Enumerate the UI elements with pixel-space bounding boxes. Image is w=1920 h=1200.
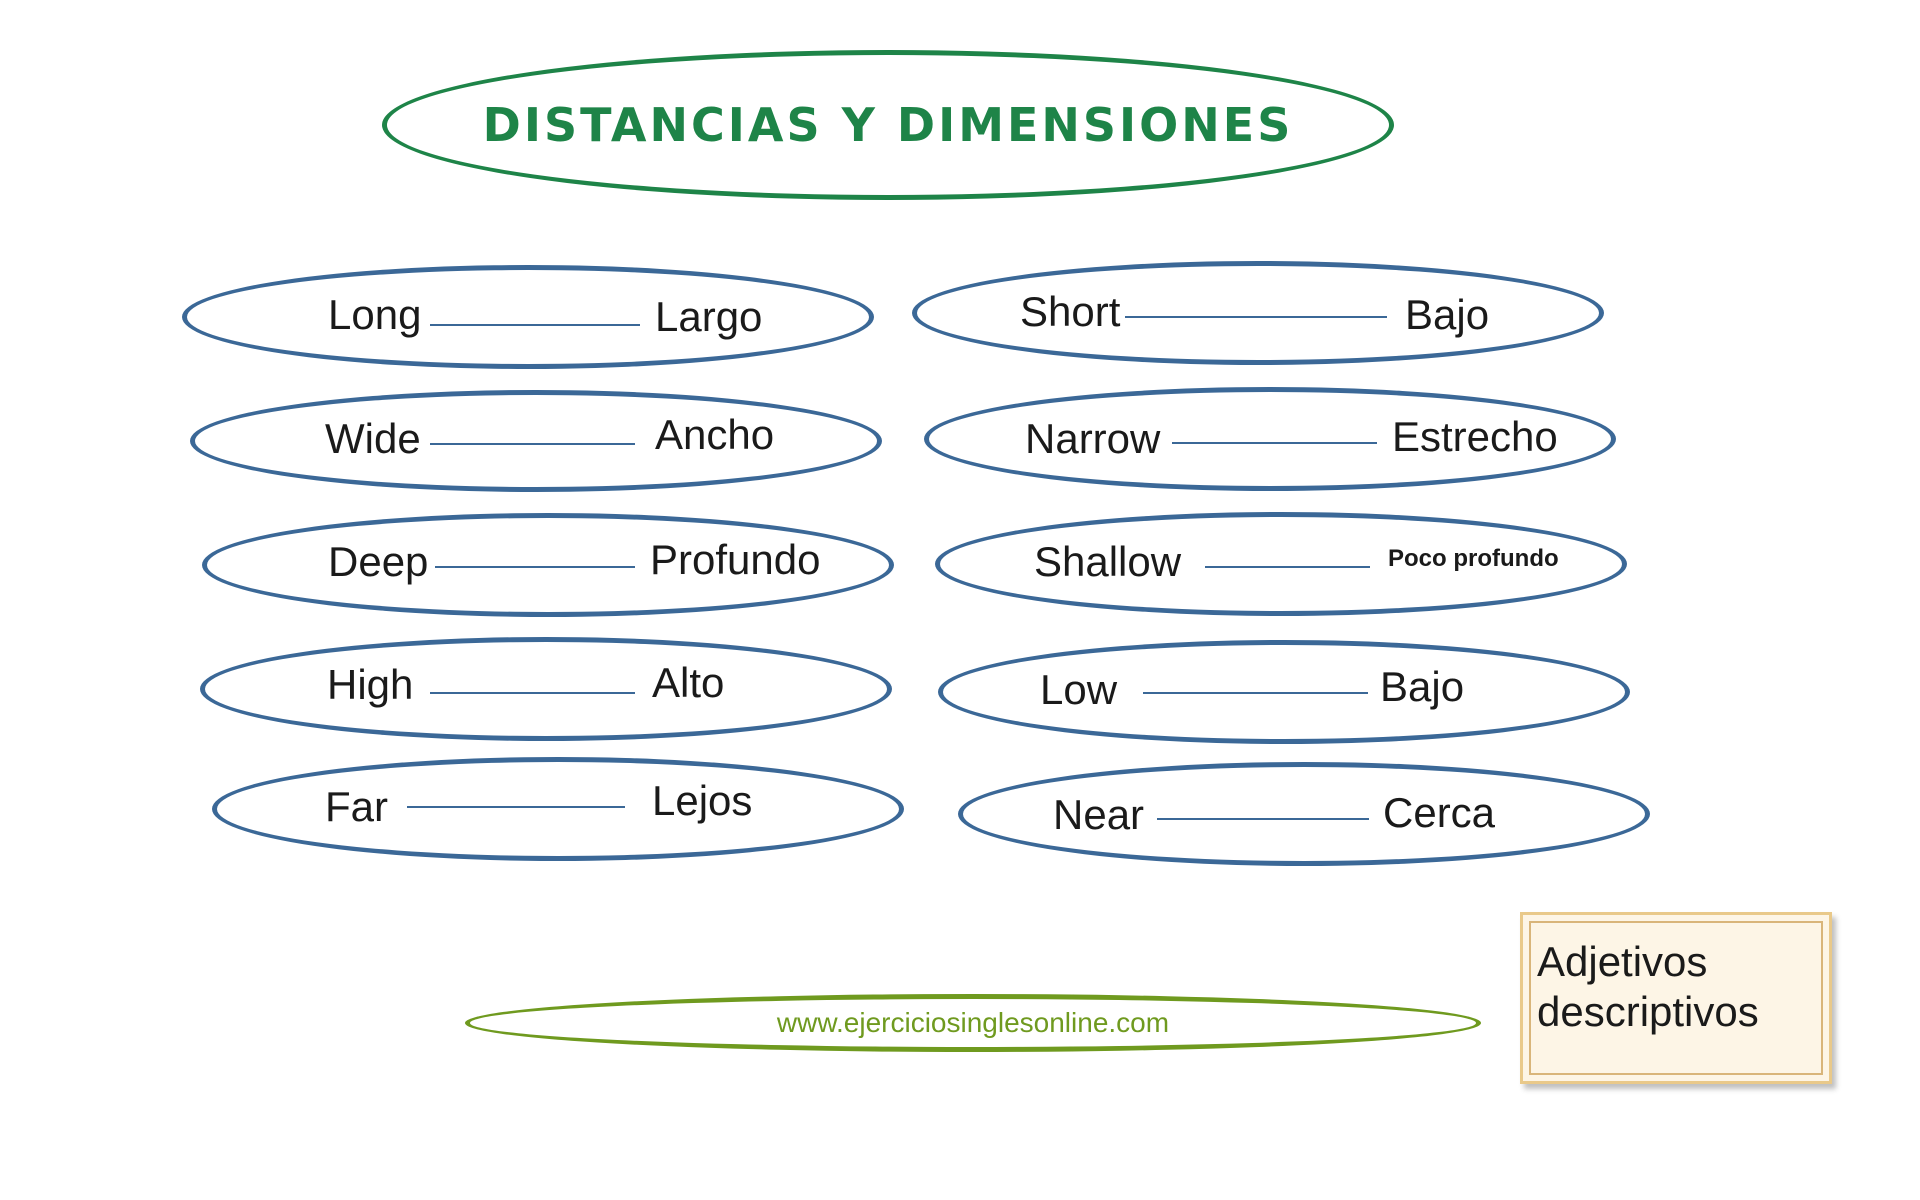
spanish-word: Estrecho: [1392, 413, 1558, 460]
connector-line: [1125, 316, 1387, 318]
spanish-word: Largo: [655, 293, 763, 340]
pair-oval: [935, 512, 1627, 616]
spanish-word: Poco profundo: [1388, 545, 1559, 572]
pair-oval: [200, 637, 892, 741]
english-word: High: [327, 661, 414, 708]
note-box-inner-border: [1529, 921, 1823, 1075]
pair-oval: [958, 762, 1650, 866]
english-word: Short: [1020, 288, 1121, 335]
spanish-word: Ancho: [655, 411, 775, 458]
spanish-word: Bajo: [1380, 663, 1465, 710]
spanish-word: Lejos: [652, 777, 753, 824]
english-word: Wide: [325, 415, 421, 462]
website-link[interactable]: www.ejerciciosinglesonline.com: [776, 1007, 1170, 1038]
page-title: DISTANCIAS Y DIMENSIONES: [482, 98, 1294, 152]
english-word: Shallow: [1034, 538, 1182, 585]
pair-oval: [912, 261, 1604, 365]
pair-oval: [202, 513, 894, 617]
pair-oval: [212, 757, 904, 861]
english-word: Near: [1053, 791, 1145, 838]
pair-oval: [190, 390, 882, 492]
connector-line: [435, 566, 635, 568]
connector-line: [1157, 818, 1369, 820]
english-word: Narrow: [1025, 415, 1161, 462]
connector-line: [1205, 566, 1370, 568]
spanish-word: Alto: [652, 659, 725, 706]
spanish-word: Bajo: [1405, 291, 1490, 338]
english-word: Long: [328, 291, 422, 338]
connector-line: [1172, 442, 1377, 444]
connector-line: [1143, 692, 1368, 694]
connector-line: [407, 806, 625, 808]
spanish-word: Cerca: [1383, 789, 1496, 836]
note-text: Adjetivos descriptivos: [1537, 937, 1759, 1037]
english-word: Far: [325, 783, 388, 830]
english-word: Low: [1040, 666, 1118, 713]
note-box: Adjetivos descriptivos: [1520, 912, 1832, 1084]
note-line-1: Adjetivos: [1537, 938, 1708, 985]
website-oval: [465, 994, 1481, 1052]
pair-oval: [938, 640, 1630, 744]
connector-line: [430, 692, 635, 694]
pair-oval: [182, 265, 874, 369]
note-line-2: descriptivos: [1537, 988, 1759, 1035]
english-word: Deep: [328, 538, 429, 585]
connector-line: [430, 324, 640, 326]
connector-line: [430, 443, 635, 445]
spanish-word: Profundo: [650, 536, 821, 583]
pair-oval: [924, 387, 1616, 491]
title-oval: [382, 50, 1394, 200]
